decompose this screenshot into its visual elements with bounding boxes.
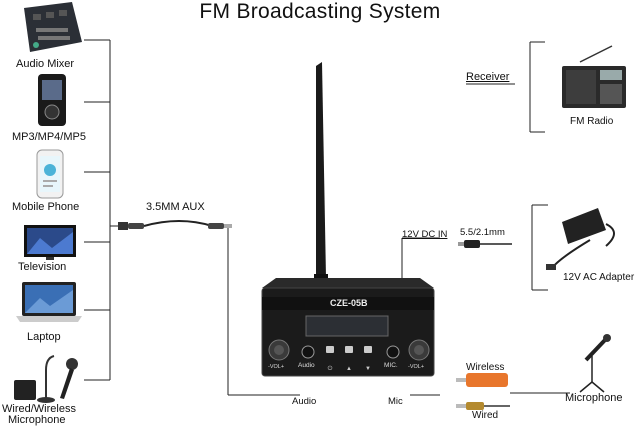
wired-label: Wired <box>472 410 498 421</box>
mic-port-label: Mic <box>388 396 403 407</box>
dc-line <box>402 238 440 280</box>
plug-size-label: 5.5/2.1mm <box>460 227 505 238</box>
mic-button-label: MIC. <box>384 362 398 369</box>
source-label-mobile-phone: Mobile Phone <box>12 201 79 213</box>
wireless-receiver-drawing <box>456 373 508 387</box>
source-label-laptop: Laptop <box>27 331 61 343</box>
left-volume-label: -VOL+ <box>268 364 284 370</box>
source-label-television: Television <box>18 261 66 273</box>
audio-mixer-drawing <box>24 2 82 52</box>
antenna-drawing <box>314 62 328 284</box>
ac-adapter-label: 12V AC Adapter <box>563 272 634 283</box>
ac-adapter-drawing <box>546 208 614 270</box>
audio-button-label: Audio <box>298 362 315 369</box>
television-drawing <box>24 225 76 260</box>
left-microphone-drawing <box>14 356 78 403</box>
receiver-bracket <box>466 42 545 132</box>
aux-cable-label: 3.5MM AUX <box>146 201 205 213</box>
receiver-heading: Receiver <box>466 71 509 83</box>
wired-jack-drawing <box>456 402 510 410</box>
mp3-player-drawing <box>38 74 66 126</box>
microphone-label: Microphone <box>565 392 622 404</box>
source-label-microphone-line2: Microphone <box>8 414 65 426</box>
fm-radio-drawing <box>562 46 626 108</box>
svg-text:▼: ▼ <box>365 366 371 372</box>
stand-microphone-drawing <box>580 334 611 392</box>
wireless-label: Wireless <box>466 362 504 373</box>
aux-cable-drawing <box>118 221 232 230</box>
dc-plug-drawing <box>458 240 512 248</box>
source-label-mp3: MP3/MP4/MP5 <box>12 131 86 143</box>
adapter-bracket <box>532 205 548 290</box>
transmitter-drawing: ⏻ ▲ ▼ <box>262 278 434 376</box>
dc-in-label: 12V DC IN <box>402 229 447 240</box>
source-label-audio-mixer: Audio Mixer <box>16 58 74 70</box>
right-volume-label: -VOL+ <box>408 364 424 370</box>
svg-text:▲: ▲ <box>346 366 352 372</box>
mic-lines <box>410 393 570 395</box>
audio-port-label: Audio <box>292 396 316 407</box>
mobile-phone-drawing <box>37 150 63 198</box>
transmitter-model: CZE-05B <box>330 298 368 308</box>
fm-radio-label: FM Radio <box>570 116 613 127</box>
svg-text:⏻: ⏻ <box>328 365 333 372</box>
laptop-drawing <box>16 282 82 322</box>
